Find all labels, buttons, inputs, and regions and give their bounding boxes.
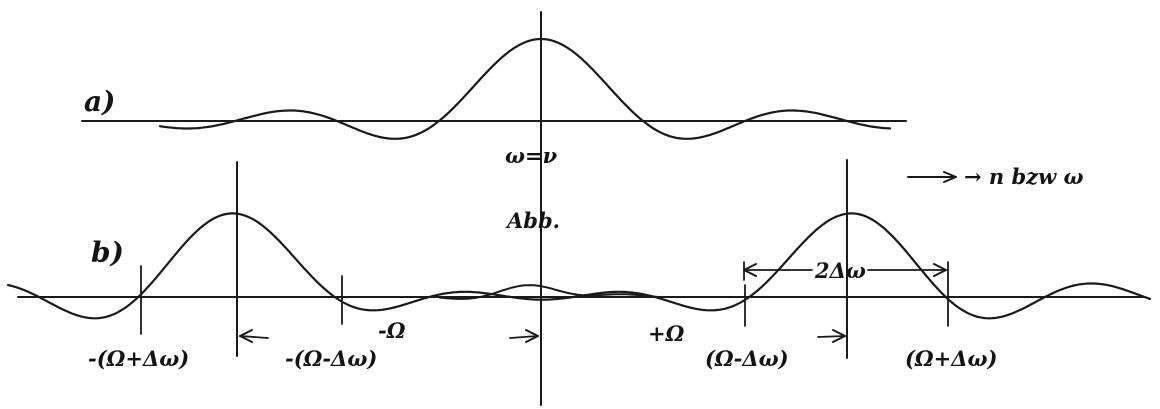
label-omega-minus-domega: (Ω-Δω) [705,346,789,371]
label-two-domega: 2Δω [814,258,866,283]
label-center-a: ω=ν [505,143,558,168]
arrow-minus-omega-right [509,335,539,339]
arrow-minus-omega-right-head [525,329,539,343]
arrow-plus-omega-head [832,329,846,343]
curve-b-center-overlap [439,284,661,300]
label-minus-omega: -Ω [378,318,406,343]
arrow-minus-omega-left [239,335,269,339]
label-plus-omega: +Ω [648,321,685,346]
label-minus-omega-minus-domega: -(Ω-Δω) [285,346,377,371]
label-figure: Abb. [505,208,560,233]
label-omega-plus-domega: (Ω+Δω) [905,346,997,371]
dim-2domega-heads [743,263,947,277]
arrow-plus-omega [817,335,846,338]
curve-a-sinc [158,37,892,140]
arrow-minus-omega-left-head [239,329,253,343]
label-part-b: b) [91,236,124,269]
label-part-a: a) [84,85,115,118]
label-minus-omega-plus-domega: -(Ω+Δω) [88,346,189,371]
label-axis-note: → n bzw ω [964,164,1083,189]
curve-b-sidebands [6,212,1152,320]
